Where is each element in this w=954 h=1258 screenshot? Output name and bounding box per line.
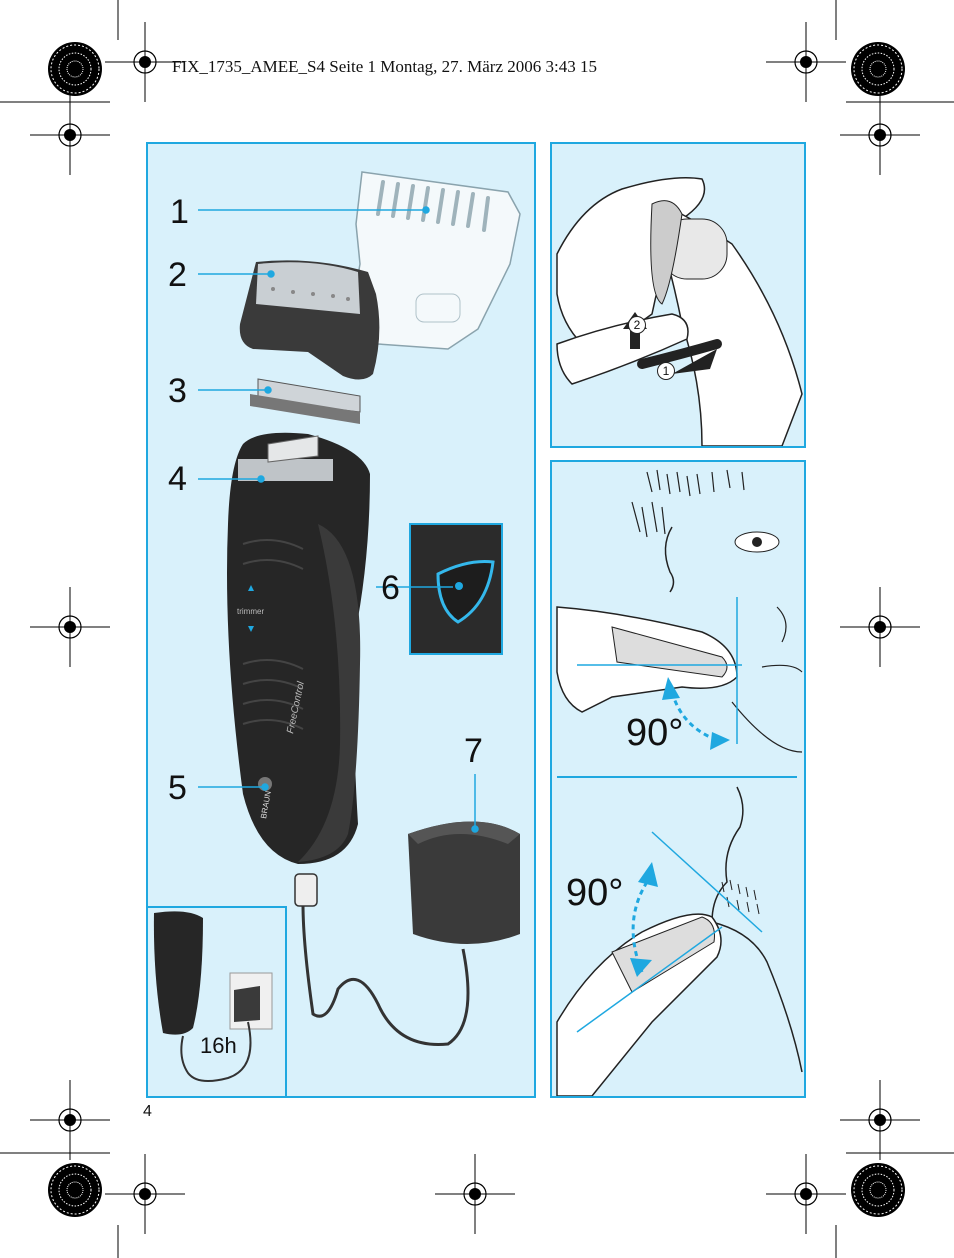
charging-duration: 16h: [200, 1033, 237, 1058]
hand-shaver-top: [556, 606, 738, 713]
angle-panel: 90° 90°: [550, 460, 806, 1098]
step-1-marker: 1: [657, 362, 675, 380]
callout-lines: [198, 206, 479, 833]
callout-numbers: 1 2 3 4 6 5 7: [168, 193, 483, 807]
callout-7: 7: [464, 732, 483, 770]
callout-4: 4: [168, 460, 187, 498]
step-2-marker: 2: [628, 316, 646, 334]
print-header: FIX_1735_AMEE_S4 Seite 1 Montag, 27. Mär…: [172, 57, 597, 76]
shaver-head: [239, 260, 380, 380]
cutter-block: [250, 378, 361, 424]
neck-profile-bottom: [711, 786, 803, 1073]
trimmer-label: trimmer: [237, 607, 264, 616]
angle-label-bottom: 90°: [566, 872, 624, 914]
callout-3: 3: [168, 372, 187, 410]
parts-panel: trimmer FreeControl BRAUN 1 2: [146, 142, 536, 1098]
switch-detail: [409, 523, 503, 655]
angle-label-top: 90°: [626, 712, 684, 754]
hand-shaver-bottom: [556, 913, 722, 1096]
charger: [294, 821, 520, 1046]
callout-2: 2: [168, 256, 187, 294]
face-profile-top: [631, 469, 803, 753]
callout-5: 5: [168, 769, 187, 807]
shaver-body: [227, 432, 370, 864]
callout-1: 1: [170, 193, 189, 231]
cleaning-panel: 2 1: [550, 142, 806, 448]
charging-inset: 16h: [146, 906, 287, 1098]
page-number: 4: [143, 1103, 152, 1120]
callout-6: 6: [381, 569, 400, 607]
